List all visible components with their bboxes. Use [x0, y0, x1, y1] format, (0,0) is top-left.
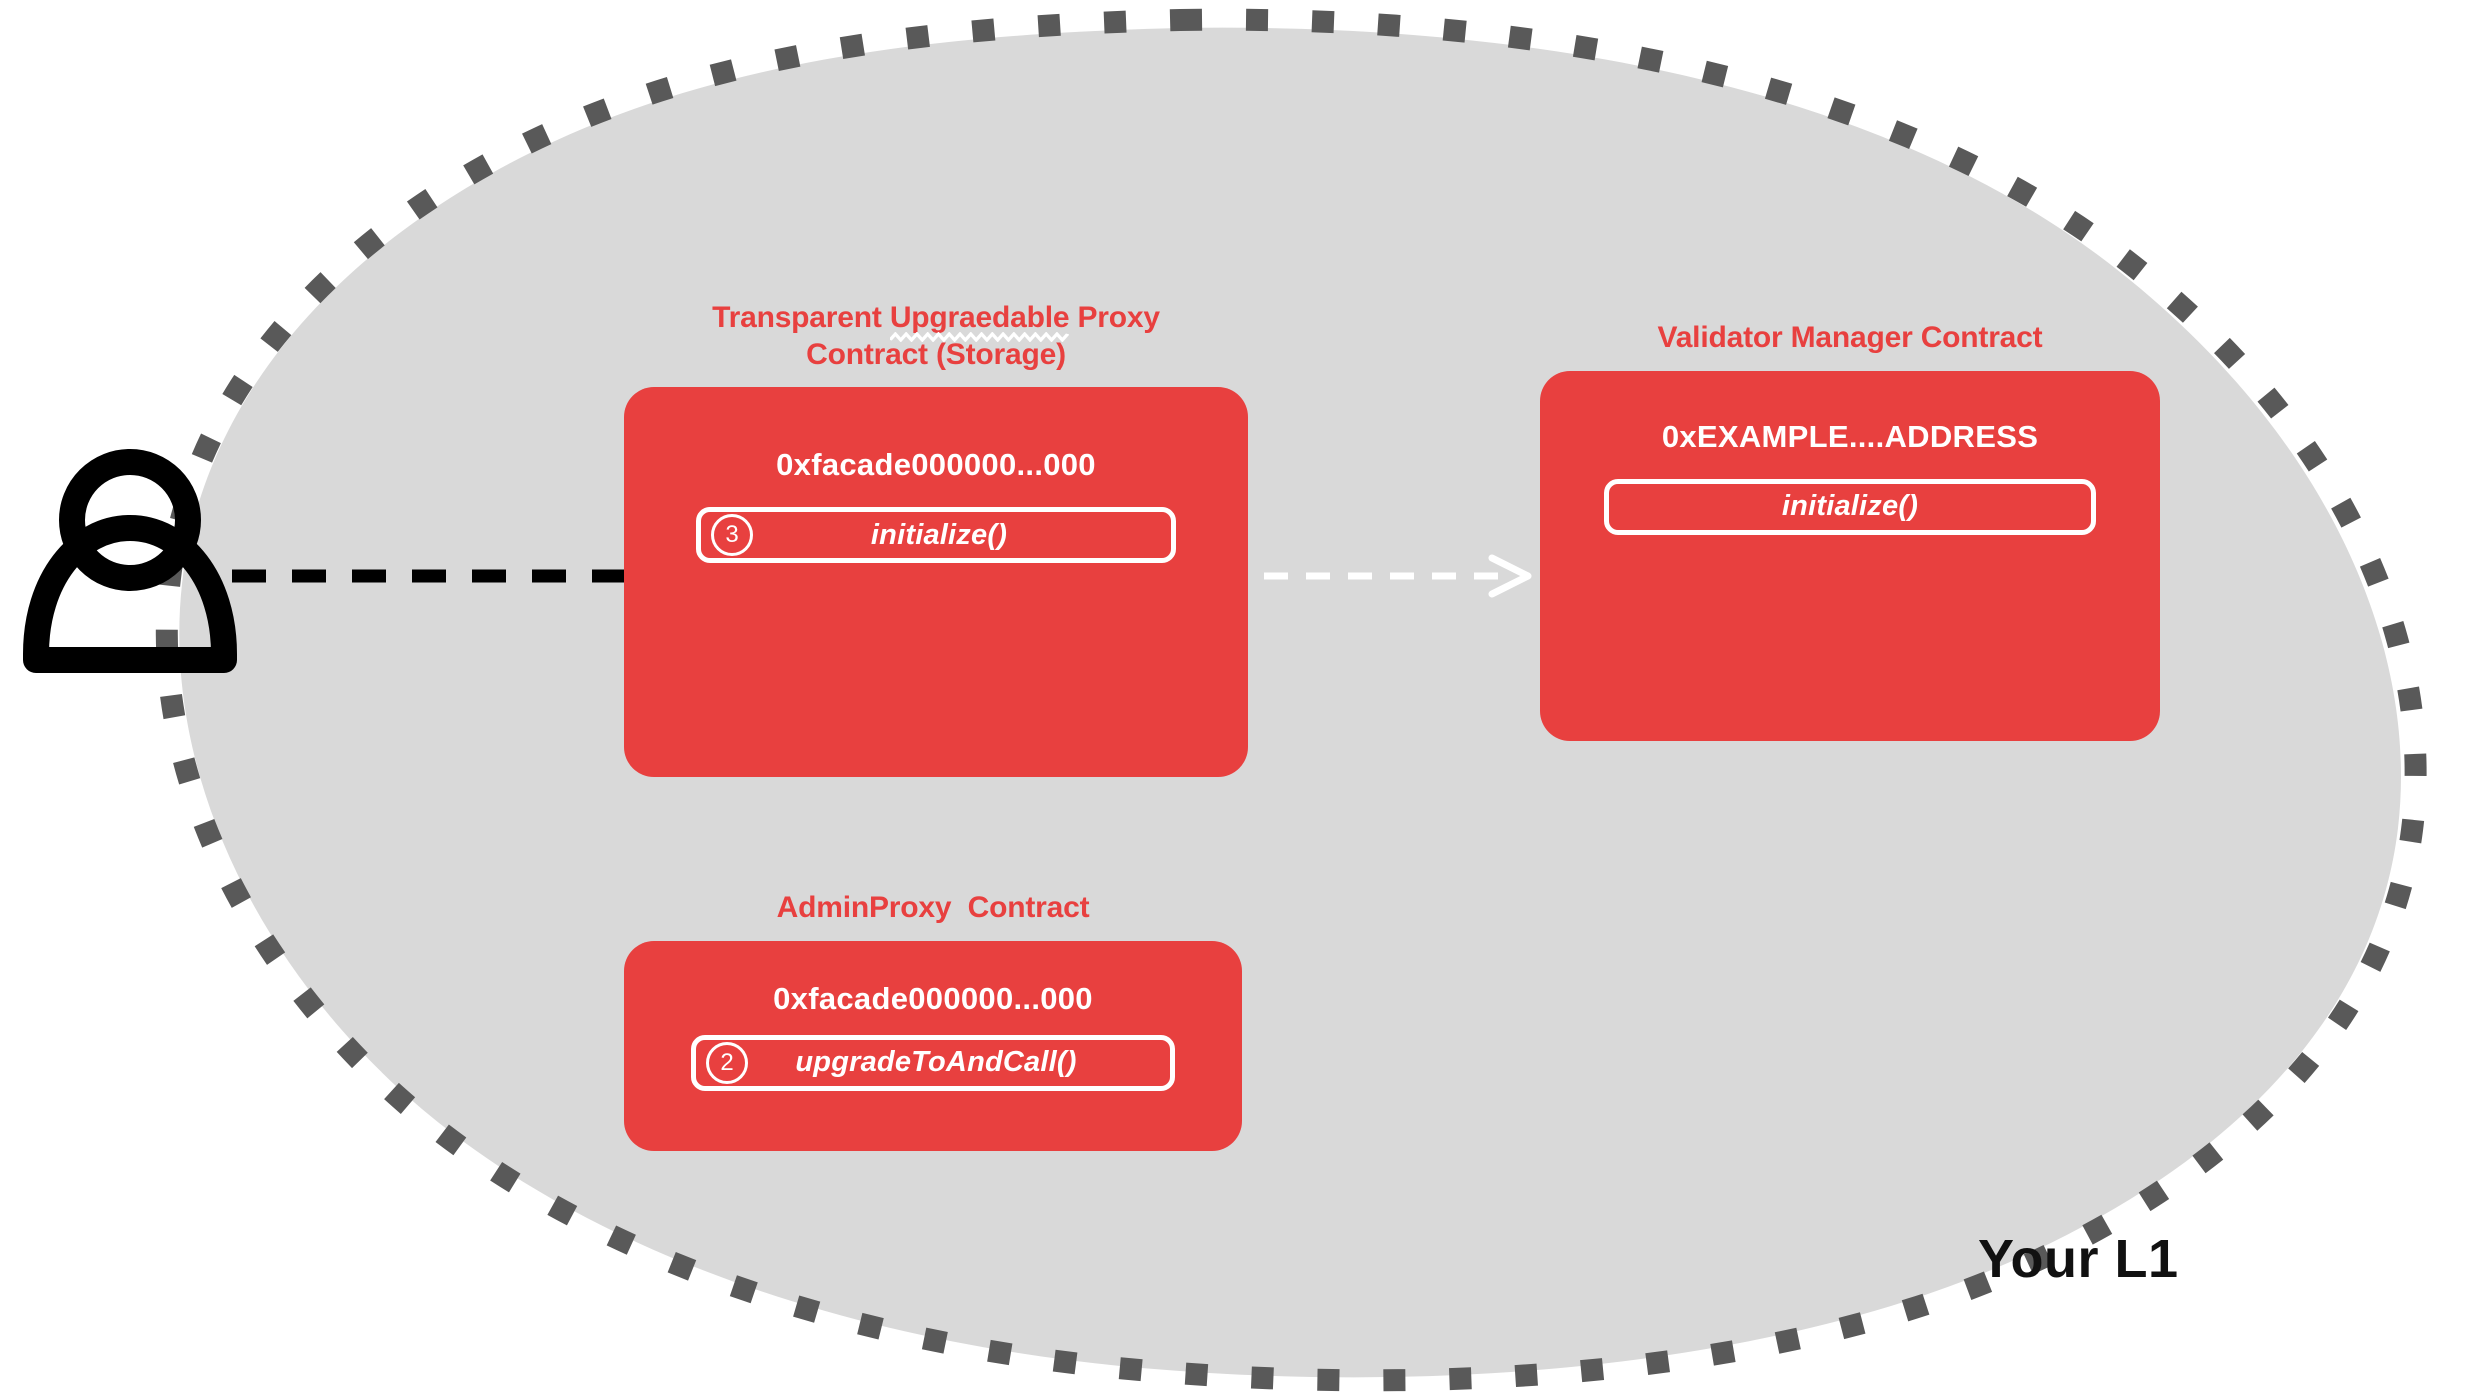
contract-address: 0xfacade000000...000 [776, 447, 1096, 483]
user-head-icon [59, 449, 201, 591]
step-badge: 3 [711, 514, 753, 557]
method-row-initialize[interactable]: initialize() [1604, 478, 2096, 535]
l1-boundary-dash [155, 8, 2427, 1392]
misspelled-word: Upgraedable [889, 300, 1070, 342]
user-body-icon [23, 515, 237, 673]
method-row-initialize[interactable]: 3 initialize() [696, 507, 1176, 564]
contract-title-prefix: Transparent [712, 301, 890, 334]
network-label: Your L1 [1978, 1229, 2179, 1289]
contract-admin-proxy[interactable]: AdminProxy Contract 0xfacade000000...000… [624, 890, 1242, 1151]
contract-title-line2: Contract (Storage) [806, 337, 1066, 371]
step-badge: 2 [706, 1041, 748, 1084]
contract-title-suffix: Proxy [1069, 301, 1160, 334]
method-label: upgradeToAndCall() [795, 1046, 1077, 1079]
method-row-upgrade-to-and-call[interactable]: 2 upgradeToAndCall() [691, 1034, 1175, 1091]
contract-box[interactable]: 0xfacade000000...000 2 upgradeToAndCall(… [624, 940, 1242, 1151]
method-label: initialize() [1781, 490, 1919, 523]
contract-address: 0xEXAMPLE....ADDRESS [1661, 418, 2039, 454]
misspelled-word-text: Upgraedable [889, 301, 1070, 334]
contract-validator-manager[interactable]: Validator Manager Contract 0xEXAMPLE....… [1540, 320, 2160, 741]
contract-title: Validator Manager Contract [1657, 321, 2043, 354]
contract-title: AdminProxy Contract [776, 891, 1090, 924]
method-label: initialize() [870, 518, 1008, 551]
contract-box[interactable]: 0xfacade000000...000 3 initialize() [624, 387, 1248, 778]
contract-address: 0xfacade000000...000 [773, 980, 1093, 1016]
contract-box[interactable]: 0xEXAMPLE....ADDRESS initialize() [1540, 370, 2160, 741]
